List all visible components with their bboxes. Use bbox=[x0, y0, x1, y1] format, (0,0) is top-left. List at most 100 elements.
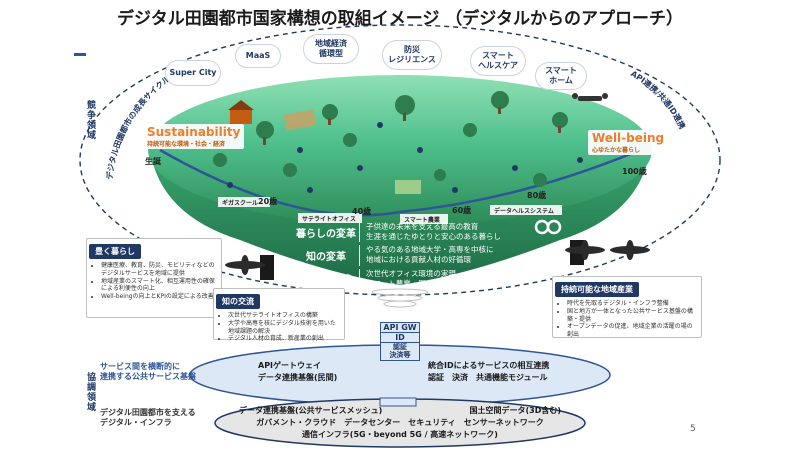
loop-icon bbox=[534, 219, 562, 235]
id-box: ID bbox=[380, 333, 420, 343]
list-item: オープンデータの促進、地域企業の活躍の場の創出 bbox=[567, 323, 695, 339]
box-chi-head: 知の交流 bbox=[216, 294, 260, 309]
reform-item: 子供達の未来を支える最高の教育 bbox=[366, 222, 479, 231]
cloud-label: スマート ホーム bbox=[545, 66, 577, 85]
cloud-maas: MaaS bbox=[235, 44, 281, 68]
sustainability-title: Sustainability bbox=[147, 125, 241, 139]
field-icon-2 bbox=[395, 180, 421, 194]
age-birth: 生誕 bbox=[145, 156, 162, 166]
label-cooperative-area: 協調領域 bbox=[85, 372, 95, 412]
age-40: 40歳 bbox=[352, 206, 371, 216]
age-60: 60歳 bbox=[452, 205, 471, 215]
sustainability-badge: Sustainability 持続可能な環境・社会・経済 bbox=[143, 124, 245, 149]
cloud-disaster-resilience: 防災 レジリエンス bbox=[382, 40, 442, 70]
age-20: 20歳 bbox=[258, 196, 277, 206]
age-80: 80歳 bbox=[527, 190, 546, 200]
box-kurashi-list: 健康医療、教育、防災、モビリティなどのデジタルサービスを地域に提供 地域産業のス… bbox=[87, 259, 221, 304]
list-item: 国と地方が一体となった公共サービス基盤の構築・提供 bbox=[567, 308, 695, 324]
api-gateway-label: APIゲートウェイ bbox=[258, 361, 322, 370]
cloud-label: スマート ヘルスケア bbox=[478, 51, 518, 70]
reform-items: やる気のある地域大学・高専を中核に 地域における貢献人材の好循環 bbox=[359, 245, 494, 266]
sustainability-subtitle: 持続可能な環境・社会・経済 bbox=[147, 141, 226, 148]
label-competitive-area: 競争領域 bbox=[85, 100, 95, 140]
wellbeing-title: Well-being bbox=[592, 131, 665, 145]
common-module-label: 認証 決済 共通機能モジュール bbox=[428, 373, 548, 382]
reform-block: 暮らしの変革 子供達の未来を支える最高の教育 生涯を通じたゆとりと安心のある暮ら… bbox=[293, 222, 523, 289]
reform-label: 知の変革 bbox=[306, 251, 346, 263]
svg-text:サテライトオフィス: サテライトオフィス bbox=[302, 216, 356, 223]
reform-row: 知の変革 やる気のある地域大学・高専を中核に 地域における貢献人材の好循環 bbox=[293, 245, 523, 266]
people-icons bbox=[227, 122, 583, 193]
house-icon bbox=[228, 100, 254, 124]
reform-item: 次世代オフィス環境の実現 bbox=[366, 268, 456, 278]
cloud-super-city: Super City bbox=[165, 60, 221, 86]
list-item: デジタル人材の育成、新産業の創出 bbox=[228, 335, 338, 343]
connector-pipe bbox=[379, 397, 417, 407]
list-item: 次世代サテライトオフィスの構築 bbox=[228, 312, 338, 320]
cloud-smart-home: スマート ホーム bbox=[535, 62, 587, 90]
accent-bar bbox=[74, 53, 86, 56]
box-sangyo-head: 持続可能な地域産業 bbox=[555, 282, 639, 297]
reform-label: 暮らしの変革 bbox=[296, 228, 356, 240]
arc-label-right: API連携/共通ID連携 bbox=[629, 69, 688, 131]
platform-lower-text: データ連携基盤(公共サービスメッシュ) 国土空間データ(3D含む) ガバメント・… bbox=[225, 405, 575, 441]
platform-upper-right: 統合IDによるサービスの相互連携 認証 決済 共通機能モジュール bbox=[428, 360, 608, 384]
gov-cloud-label: ガバメント・クラウド データセンター セキュリティ センサーネットワーク bbox=[256, 418, 544, 427]
page-title: デジタル田園都市国家構想の取組イメージ （デジタルからのアプローチ） bbox=[117, 9, 683, 29]
wellbeing-badge: Well-being 心ゆたかな暮らし bbox=[588, 130, 669, 155]
cloud-regional-economy: 地域経済 循環型 bbox=[303, 34, 359, 64]
reform-item: 地域における貢献人材の好循環 bbox=[366, 255, 471, 265]
dome-top bbox=[148, 75, 652, 225]
cloud-label: 地域経済 循環型 bbox=[315, 39, 347, 58]
reform-row: 暮らしの変革 子供達の未来を支える最高の教育 生涯を通じたゆとりと安心のある暮ら… bbox=[293, 222, 523, 243]
box-kurashi: 豊く暮らし 健康医療、教育、防災、モビリティなどのデジタルサービスを地域に提供 … bbox=[86, 238, 222, 318]
list-item: 大学や高専を核にデジタル技術を用いた地域課題の解決 bbox=[228, 320, 338, 336]
cloud-label: Super City bbox=[169, 68, 217, 77]
platform-lower-line1: データ連携基盤(公共サービスメッシュ) 国土空間データ(3D含む) bbox=[225, 405, 575, 417]
svg-text:スマート農業: スマート農業 bbox=[404, 216, 441, 224]
network-infra-label: 通信インフラ(5G・beyond 5G / 高速ネットワーク) bbox=[302, 430, 498, 439]
integrated-id-label: 統合IDによるサービスの相互連携 bbox=[428, 361, 550, 370]
api-gw-stack: API GW ID 認証 決済等 bbox=[380, 322, 420, 361]
mini-label-datahealth: データヘルスシステム bbox=[490, 205, 562, 215]
list-item: 健康医療、教育、防災、モビリティなどのデジタルサービスを地域に提供 bbox=[101, 262, 215, 278]
box-chi-list: 次世代サテライトオフィスの構築 大学や高専を核にデジタル技術を用いた地域課題の解… bbox=[214, 309, 344, 346]
label-public-service-platform: サービス間を横断的に 連携する公共サービス基盤 bbox=[100, 362, 196, 382]
pillar-left bbox=[260, 255, 274, 280]
list-item: Well-beingの向上とKPIの設定による改善 bbox=[101, 293, 215, 301]
mini-label-smart-agri: スマート農業 bbox=[400, 214, 448, 224]
life-path-line bbox=[159, 148, 641, 217]
list-item: 時代を先取るデジタル・インフラ整備 bbox=[567, 300, 695, 308]
cloud-label: MaaS bbox=[245, 51, 271, 60]
reform-items: 子供達の未来を支える最高の教育 生涯を通じたゆとりと安心のある暮らし bbox=[359, 222, 501, 243]
svg-text:ギガスクール: ギガスクール bbox=[222, 199, 258, 207]
mini-label-gigaschool: ギガスクール bbox=[218, 197, 270, 207]
box-sangyo-list: 時代を先取るデジタル・インフラ整備 国と地方が一体となった公共サービス基盤の構築… bbox=[553, 297, 701, 342]
field-icon bbox=[283, 109, 317, 131]
list-item: 地域産業のスマート化、相互運用性の確保による利便性の向上 bbox=[101, 278, 215, 294]
box-sangyo: 持続可能な地域産業 時代を先取るデジタル・インフラ整備 国と地方が一体となった公… bbox=[552, 276, 702, 338]
public-mesh-label: データ連携基盤(公共サービスメッシュ) bbox=[239, 406, 383, 415]
data-platform-private-label: データ連携基盤(民間) bbox=[258, 373, 338, 382]
box-kurashi-head: 豊く暮らし bbox=[89, 244, 141, 259]
platform-upper-left: APIゲートウェイ データ連携基盤(民間) bbox=[258, 360, 368, 384]
age-100: 100歳 bbox=[622, 166, 647, 176]
reform-item: やる気のある地域大学・高専を中核に bbox=[366, 245, 494, 255]
reform-item: 生涯を通じたゆとりと安心のある暮らし bbox=[366, 232, 501, 242]
box-chi: 知の交流 次世代サテライトオフィスの構築 大学や高専を核にデジタル技術を用いた地… bbox=[213, 288, 345, 342]
reform-item: スマート農業・医療・防災等を実装 bbox=[366, 278, 486, 288]
tree-icons bbox=[213, 91, 568, 187]
reform-row: 産業の変革 次世代オフィス環境の実現 スマート農業・医療・防災等を実装 bbox=[293, 268, 523, 289]
drone-icon bbox=[572, 93, 608, 101]
svg-text:データヘルスシステム: データヘルスシステム bbox=[494, 207, 554, 215]
geospatial-label: 国土空間データ(3D含む) bbox=[469, 406, 561, 415]
cloud-smart-healthcare: スマート ヘルスケア bbox=[470, 46, 526, 76]
page-number: 5 bbox=[690, 424, 696, 434]
auth-box: 認証 決済等 bbox=[380, 343, 420, 361]
spring-lines bbox=[371, 288, 429, 308]
cloud-label: 防災 レジリエンス bbox=[388, 45, 436, 64]
mini-label-satellite: サテライトオフィス bbox=[298, 213, 362, 223]
api-gw-box: API GW bbox=[380, 322, 420, 333]
label-digital-infra: デジタル田園都市を支える デジタル・インフラ bbox=[100, 408, 196, 428]
